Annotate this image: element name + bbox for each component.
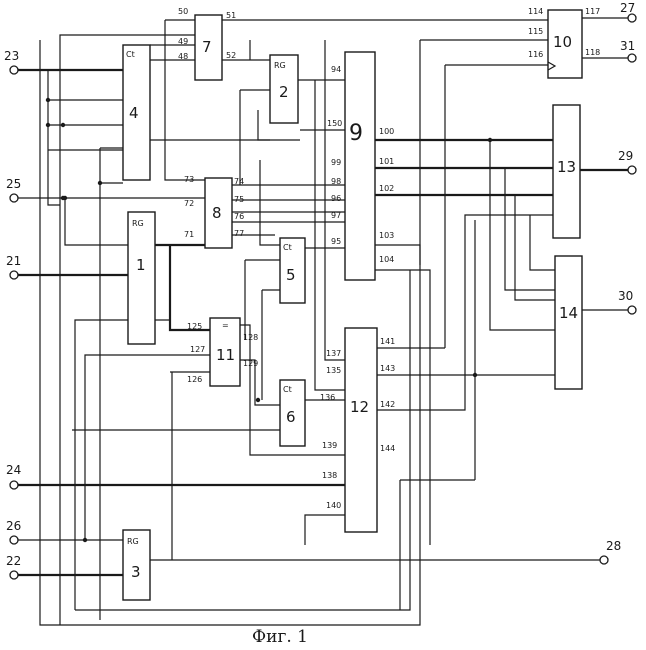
- block-14: 14: [555, 256, 582, 389]
- block-7-number: 7: [202, 38, 212, 56]
- block-6-number: 6: [286, 408, 296, 426]
- block-13-number: 13: [557, 158, 576, 176]
- signal-140: 140: [326, 501, 341, 510]
- wires: [18, 18, 636, 625]
- signal-126: 126: [187, 375, 202, 384]
- signal-136: 136: [320, 393, 335, 402]
- block-6: Ct 6: [280, 380, 305, 446]
- block-10-number: 10: [553, 33, 572, 51]
- terminal-24-label: 24: [6, 463, 21, 477]
- signal-101: 101: [379, 157, 394, 166]
- signal-103: 103: [379, 231, 394, 240]
- block-2-number: 2: [279, 83, 289, 101]
- block-8-number: 8: [212, 204, 222, 222]
- signal-73: 73: [184, 175, 194, 184]
- block-2: RG 2: [270, 55, 298, 123]
- signal-48: 48: [178, 52, 188, 61]
- signal-75: 75: [234, 195, 244, 204]
- signal-118: 118: [585, 48, 600, 57]
- block-1-tag: RG: [132, 219, 144, 228]
- signal-142: 142: [380, 400, 395, 409]
- block-1-number: 1: [136, 256, 146, 274]
- terminal-21-label: 21: [6, 254, 21, 268]
- block-11: = 11: [210, 318, 240, 386]
- signal-127: 127: [190, 345, 205, 354]
- signal-114: 114: [528, 7, 543, 16]
- block-4: Ct 4: [123, 45, 150, 180]
- signal-137: 137: [326, 349, 341, 358]
- block-1: RG 1: [128, 212, 155, 344]
- signal-135: 135: [326, 366, 341, 375]
- block-13: 13: [553, 105, 580, 238]
- block-9: 9: [345, 52, 375, 280]
- signal-150: 150: [327, 119, 342, 128]
- signal-139: 139: [322, 441, 337, 450]
- terminal-27-label: 27: [620, 1, 635, 15]
- block-4-number: 4: [129, 104, 139, 122]
- terminal-22-label: 22: [6, 554, 21, 568]
- block-5-tag: Ct: [283, 243, 292, 252]
- signal-labels: 50 49 48 51 52 73 72 71 74 75 76 77 94 1…: [178, 7, 600, 510]
- block-9-number: 9: [349, 121, 363, 146]
- signal-76: 76: [234, 212, 244, 221]
- block-8: 8: [205, 178, 232, 248]
- signal-141: 141: [380, 337, 395, 346]
- signal-95: 95: [331, 237, 341, 246]
- signal-94: 94: [331, 65, 341, 74]
- block-3-number: 3: [131, 563, 141, 581]
- signal-144: 144: [380, 444, 395, 453]
- terminal-26-label: 26: [6, 519, 21, 533]
- terminal-28-label: 28: [606, 539, 621, 553]
- signal-104: 104: [379, 255, 394, 264]
- block-11-tag: =: [222, 321, 229, 330]
- terminal-25-label: 25: [6, 177, 21, 191]
- signal-71: 71: [184, 230, 194, 239]
- signal-96: 96: [331, 194, 341, 203]
- signal-117: 117: [585, 7, 600, 16]
- signal-129: 129: [243, 359, 258, 368]
- block-14-number: 14: [559, 304, 578, 322]
- figure-caption: Фиг. 1: [252, 627, 308, 647]
- block-11-number: 11: [216, 346, 235, 364]
- terminal-23-label: 23: [4, 49, 19, 63]
- signal-77: 77: [234, 229, 244, 238]
- block-6-tag: Ct: [283, 385, 292, 394]
- block-12-number: 12: [350, 398, 369, 416]
- block-4-tag: Ct: [126, 50, 135, 59]
- signal-51: 51: [226, 11, 236, 20]
- signal-52: 52: [226, 51, 236, 60]
- signal-98: 98: [331, 177, 341, 186]
- signal-116: 116: [528, 50, 543, 59]
- terminal-30-label: 30: [618, 289, 633, 303]
- signal-125: 125: [187, 322, 202, 331]
- block-5: Ct 5: [280, 238, 305, 303]
- block-12: 12: [345, 328, 377, 532]
- block-3: RG 3: [123, 530, 150, 600]
- block-7: 7: [195, 15, 222, 80]
- block-10: 10: [548, 10, 582, 78]
- signal-99: 99: [331, 158, 341, 167]
- signal-97: 97: [331, 211, 341, 220]
- signal-100: 100: [379, 127, 394, 136]
- signal-115: 115: [528, 27, 543, 36]
- signal-102: 102: [379, 184, 394, 193]
- signal-49: 49: [178, 37, 188, 46]
- block-5-number: 5: [286, 266, 296, 284]
- terminal-31-label: 31: [620, 39, 635, 53]
- signal-72: 72: [184, 199, 194, 208]
- block-3-tag: RG: [127, 537, 139, 546]
- signal-50: 50: [178, 7, 188, 16]
- signal-138: 138: [322, 471, 337, 480]
- block-2-tag: RG: [274, 61, 286, 70]
- signal-143: 143: [380, 364, 395, 373]
- terminal-29-label: 29: [618, 149, 633, 163]
- signal-128: 128: [243, 333, 258, 342]
- signal-74: 74: [234, 177, 244, 186]
